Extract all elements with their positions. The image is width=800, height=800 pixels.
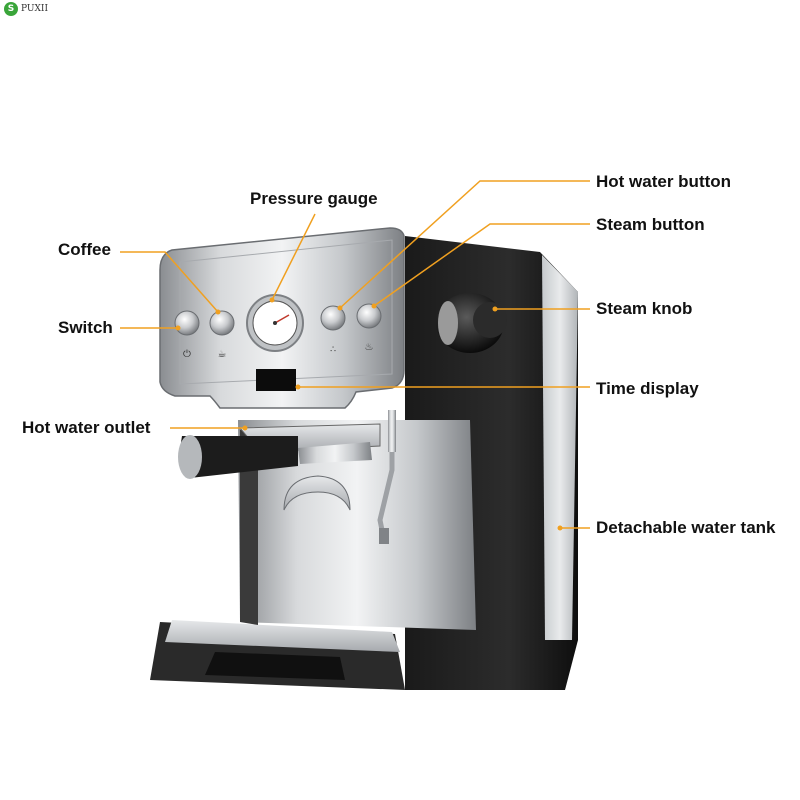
pressure-gauge: [246, 294, 304, 352]
label-pressure-gauge: Pressure gauge: [250, 189, 378, 208]
drip-tray-grille: [205, 652, 345, 680]
lower-body-shadow: [240, 430, 258, 625]
label-detachable-water-tank: Detachable water tank: [596, 518, 776, 537]
steam-wand[interactable]: [377, 410, 396, 544]
label-time-display: Time display: [596, 379, 699, 398]
hot-water-button-leader: [339, 180, 590, 309]
steam-icon: ♨: [365, 342, 374, 353]
lower-body: [238, 420, 476, 630]
coffee-button[interactable]: [209, 310, 235, 336]
callout-lines: [120, 180, 590, 529]
power-icon: ⏻: [183, 349, 191, 360]
label-hot-water-button: Hot water button: [596, 172, 732, 191]
time-display: [256, 369, 296, 391]
steam-knob[interactable]: [436, 293, 507, 353]
brand-watermark: S PUXII: [4, 2, 48, 16]
portafilter[interactable]: [178, 423, 381, 479]
hot-water-button[interactable]: [320, 305, 346, 331]
label-steam-button: Steam button: [596, 215, 705, 234]
steam-button[interactable]: [356, 303, 382, 329]
label-hot-water-outlet: Hot water outlet: [22, 418, 151, 437]
label-switch: Switch: [58, 318, 113, 337]
cup-holder: [283, 475, 351, 511]
brand-name: PUXII: [21, 4, 48, 14]
water-drops-icon: ∴: [330, 345, 336, 355]
coffee-leader: [120, 251, 219, 313]
callout-dots: [175, 297, 563, 531]
switch-button[interactable]: [174, 310, 200, 336]
label-steam-knob: Steam knob: [596, 299, 693, 318]
pressure-gauge-leader: [271, 213, 316, 301]
leaf-logo-icon: S: [4, 2, 18, 16]
drip-tray-top: [165, 620, 400, 652]
panel-bevel: [179, 239, 393, 385]
label-coffee: Coffee: [58, 240, 111, 259]
cup-icon: ☕: [218, 349, 227, 360]
steam-button-leader: [373, 223, 590, 307]
water-tank: [542, 255, 578, 640]
